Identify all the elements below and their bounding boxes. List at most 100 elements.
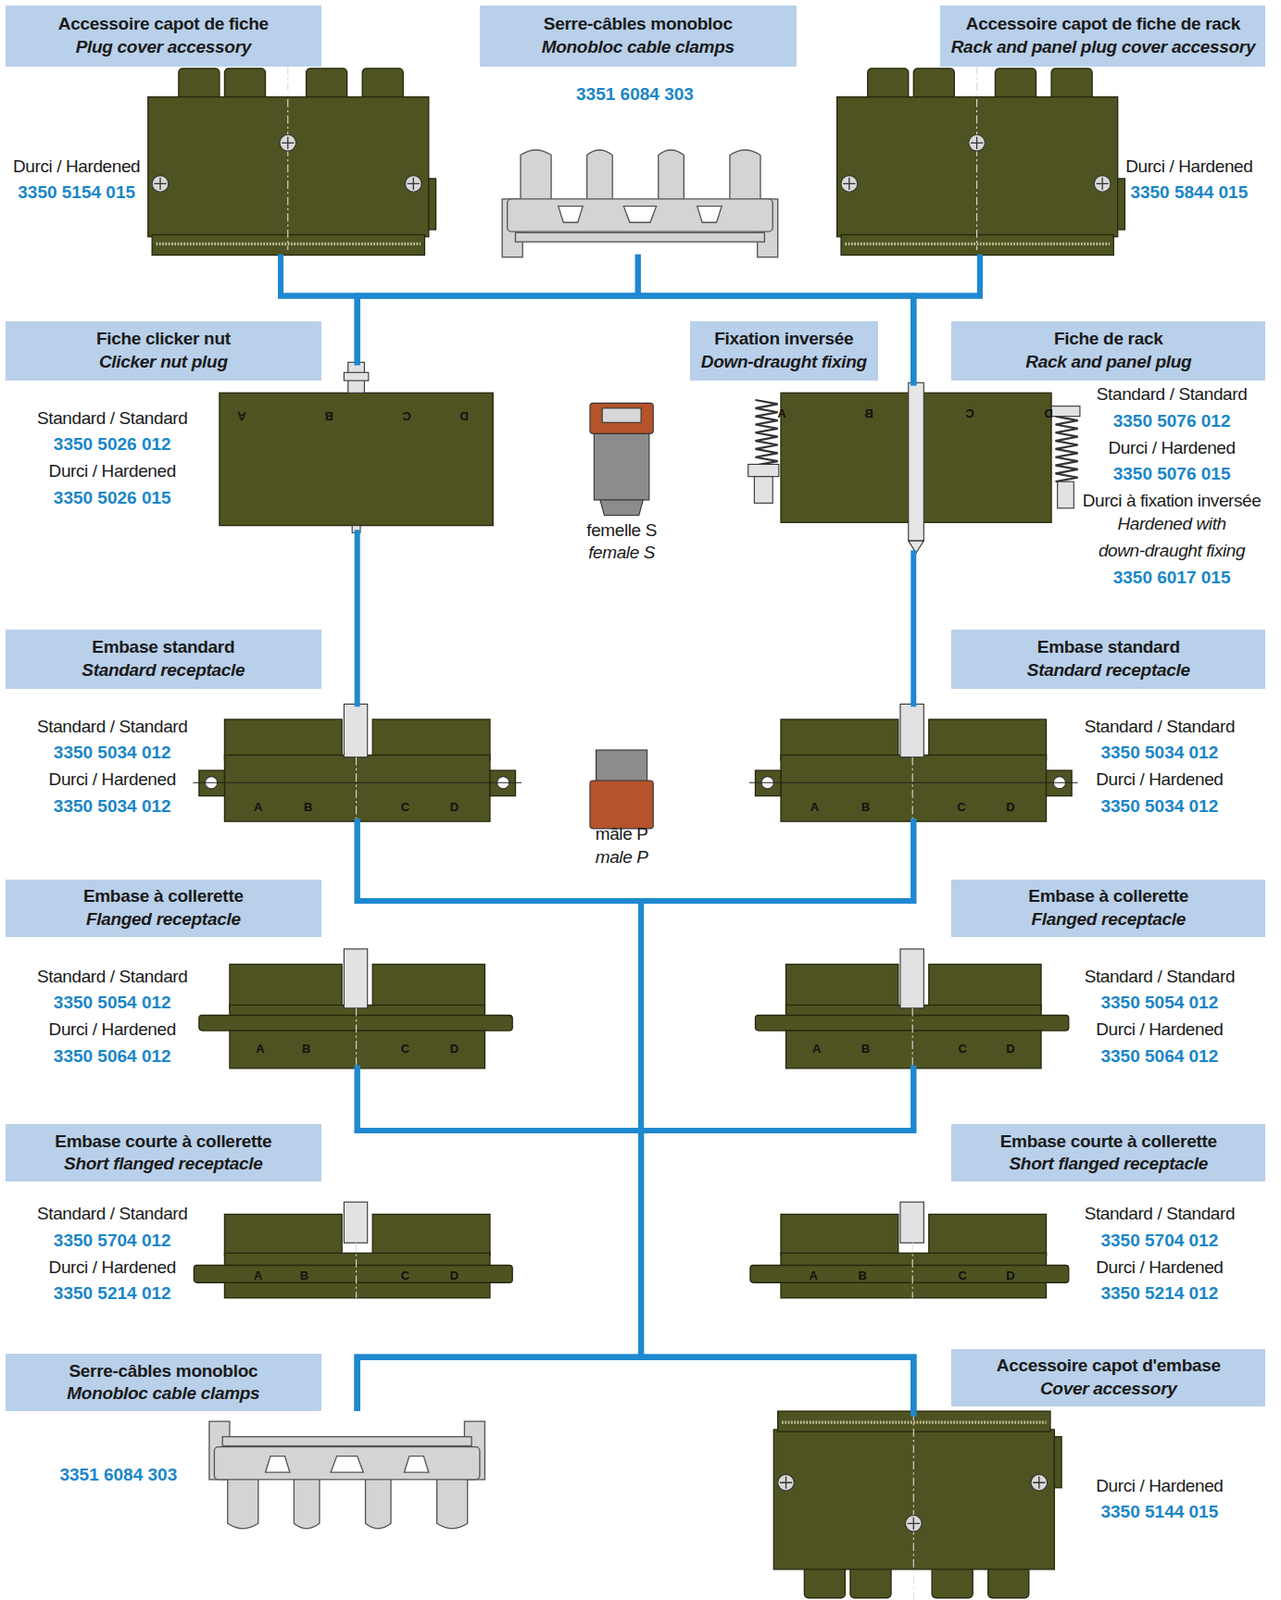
heading-english: Flanged receptacle bbox=[1030, 908, 1186, 932]
heading-band: Embase standardStandard receptacle bbox=[5, 629, 323, 690]
part-number: 3350 5144 015 bbox=[1100, 1499, 1219, 1527]
heading-english: Short flanged receptacle bbox=[1008, 1153, 1208, 1177]
part-number: 3350 5026 012 bbox=[53, 431, 172, 459]
standard-receptacle-drawing bbox=[749, 703, 1079, 822]
variant-label: Standard / Standard bbox=[37, 1201, 188, 1229]
heading-band: Embase courte à colleretteShort flanged … bbox=[951, 1124, 1266, 1182]
variant-label: Durci / Hardened bbox=[1095, 1472, 1223, 1500]
variant-label: Durci / Hardened bbox=[1107, 434, 1235, 462]
part-number: 3350 5214 012 bbox=[1100, 1281, 1219, 1308]
part-number: 3350 5076 015 bbox=[1113, 461, 1231, 489]
pin-letter: B bbox=[301, 1042, 311, 1055]
variant-label: Hardened with down-draught fixing bbox=[1097, 512, 1246, 566]
component-node: Accessoire capot de fichePlug cover acce… bbox=[148, 66, 429, 258]
pin-letter: A bbox=[777, 407, 786, 420]
part-number: 3350 5704 012 bbox=[1100, 1228, 1219, 1256]
connector bbox=[357, 821, 641, 1409]
component-node: Embase standardStandard receptacle bbox=[199, 703, 516, 822]
part-number: 3350 5034 012 bbox=[53, 792, 172, 820]
contact-label: female S bbox=[588, 540, 655, 567]
pin-letter: B bbox=[857, 1269, 867, 1282]
connector bbox=[357, 821, 915, 1414]
part-number: 3350 5064 012 bbox=[53, 1042, 172, 1070]
heading-english: Monobloc cable clamps bbox=[541, 36, 735, 60]
heading-french: Accessoire capot de fiche de rack bbox=[966, 12, 1241, 37]
pin-letter: C bbox=[965, 407, 974, 420]
cable-clamp-drawing bbox=[502, 150, 779, 258]
connector bbox=[354, 532, 361, 704]
connector bbox=[910, 552, 917, 704]
connector bbox=[357, 1068, 915, 1414]
component-node: Serre-câbles monoblocMonobloc cable clam… bbox=[203, 1408, 501, 1537]
clicker-plug-drawing bbox=[219, 362, 493, 533]
component-node: Accessoire capot de fiche de rackRack an… bbox=[837, 66, 1126, 258]
variant-label: mâle P bbox=[595, 821, 649, 849]
rack-plug-drawing bbox=[748, 382, 1081, 553]
pin-letter: B bbox=[864, 407, 873, 420]
pin-letter: A bbox=[810, 800, 819, 813]
heading-french: Embase à collerette bbox=[83, 885, 244, 909]
heading-band: Embase standardStandard receptacle bbox=[951, 629, 1266, 690]
flanged-receptacle-drawing bbox=[199, 949, 513, 1069]
variant-label: Standard / Standard bbox=[37, 405, 188, 433]
heading-english: Rack and panel plug cover accessory bbox=[951, 36, 1256, 60]
pin-letter: C bbox=[957, 1269, 967, 1282]
component-node: Accessoire capot d'embaseCover accessory bbox=[773, 1413, 1060, 1600]
variant-label: Standard / Standard bbox=[37, 963, 188, 991]
variant-label: Standard / Standard bbox=[1096, 381, 1247, 409]
heading-band: Fiche de rackRack and panel plug bbox=[951, 321, 1266, 381]
standard-receptacle-drawing bbox=[192, 703, 522, 822]
pin-letter: D bbox=[1005, 800, 1015, 813]
heading-band: Embase à colleretteFlanged receptacle bbox=[951, 879, 1266, 938]
heading-band: Embase à colleretteFlanged receptacle bbox=[5, 879, 323, 938]
variant-label: Durci / Hardened bbox=[1095, 1254, 1223, 1281]
variant-label: Durci à fixation inversée bbox=[1082, 488, 1262, 515]
pin-letter: A bbox=[809, 1269, 818, 1282]
pin-letter: B bbox=[300, 1269, 309, 1282]
pin-letter: C bbox=[956, 800, 966, 813]
heading-band: Accessoire capot de fiche de rackRack an… bbox=[940, 5, 1266, 67]
connector bbox=[357, 257, 980, 364]
pin-letter: D bbox=[1005, 1269, 1015, 1282]
component-node: Serre-câbles monoblocMonobloc cable clam… bbox=[494, 142, 783, 257]
cable-clamp-drawing bbox=[209, 1421, 486, 1530]
variant-label: Durci / Hardened bbox=[49, 766, 176, 794]
plug-cover-drawing bbox=[148, 66, 437, 256]
heading-english: Short flanged receptacle bbox=[63, 1153, 264, 1177]
pin-letter: D bbox=[1005, 1042, 1015, 1055]
pin-letter: A bbox=[812, 1042, 821, 1055]
part-number: 3350 5034 012 bbox=[53, 740, 172, 767]
pin-letter: D bbox=[460, 409, 469, 422]
heading-french: Fiche clicker nut bbox=[96, 327, 231, 352]
part-number: 3350 5034 012 bbox=[1100, 740, 1219, 767]
pin-letter: D bbox=[1043, 407, 1053, 420]
heading-french: Fiche de rack bbox=[1054, 327, 1164, 352]
heading-band: Embase courte à colleretteShort flanged … bbox=[5, 1124, 323, 1182]
component-node: Fiche clicker nutClicker nut plug bbox=[219, 362, 496, 533]
pin-letter: C bbox=[957, 1042, 967, 1055]
heading-english: Cover accessory bbox=[1040, 1378, 1178, 1402]
pin-letter: D bbox=[450, 800, 459, 813]
heading-french: Embase à collerette bbox=[1028, 885, 1189, 909]
heading-english: Plug cover accessory bbox=[75, 36, 252, 60]
part-number: 3350 5054 012 bbox=[53, 990, 172, 1018]
pin-letter: A bbox=[255, 1042, 264, 1055]
heading-band: Serre-câbles monoblocMonobloc cable clam… bbox=[5, 1354, 323, 1412]
component-node: Embase à colleretteFlanged receptacle bbox=[754, 949, 1074, 1069]
heading-band: Fiche clicker nutClicker nut plug bbox=[5, 321, 323, 381]
pin-letter: A bbox=[253, 1269, 263, 1282]
variant-label: Standard / Standard bbox=[37, 713, 188, 741]
component-node: Fiche de rackRack and panel plug bbox=[742, 382, 1081, 553]
component-node: Embase courte à colleretteShort flanged … bbox=[193, 1202, 513, 1299]
pin-letter: B bbox=[861, 800, 870, 813]
part-number: 3350 5214 012 bbox=[53, 1281, 172, 1308]
heading-french: Embase courte à collerette bbox=[54, 1130, 272, 1155]
heading-english: Standard receptacle bbox=[1027, 659, 1191, 683]
part-number: 3350 5844 015 bbox=[1130, 179, 1248, 207]
rack-cover-drawing bbox=[837, 66, 1126, 256]
contact-label: male P bbox=[595, 843, 649, 871]
heading-french: Accessoire capot d'embase bbox=[996, 1355, 1221, 1379]
variant-label: Durci / Hardened bbox=[1095, 766, 1223, 794]
variant-label: Standard / Standard bbox=[1084, 713, 1235, 741]
